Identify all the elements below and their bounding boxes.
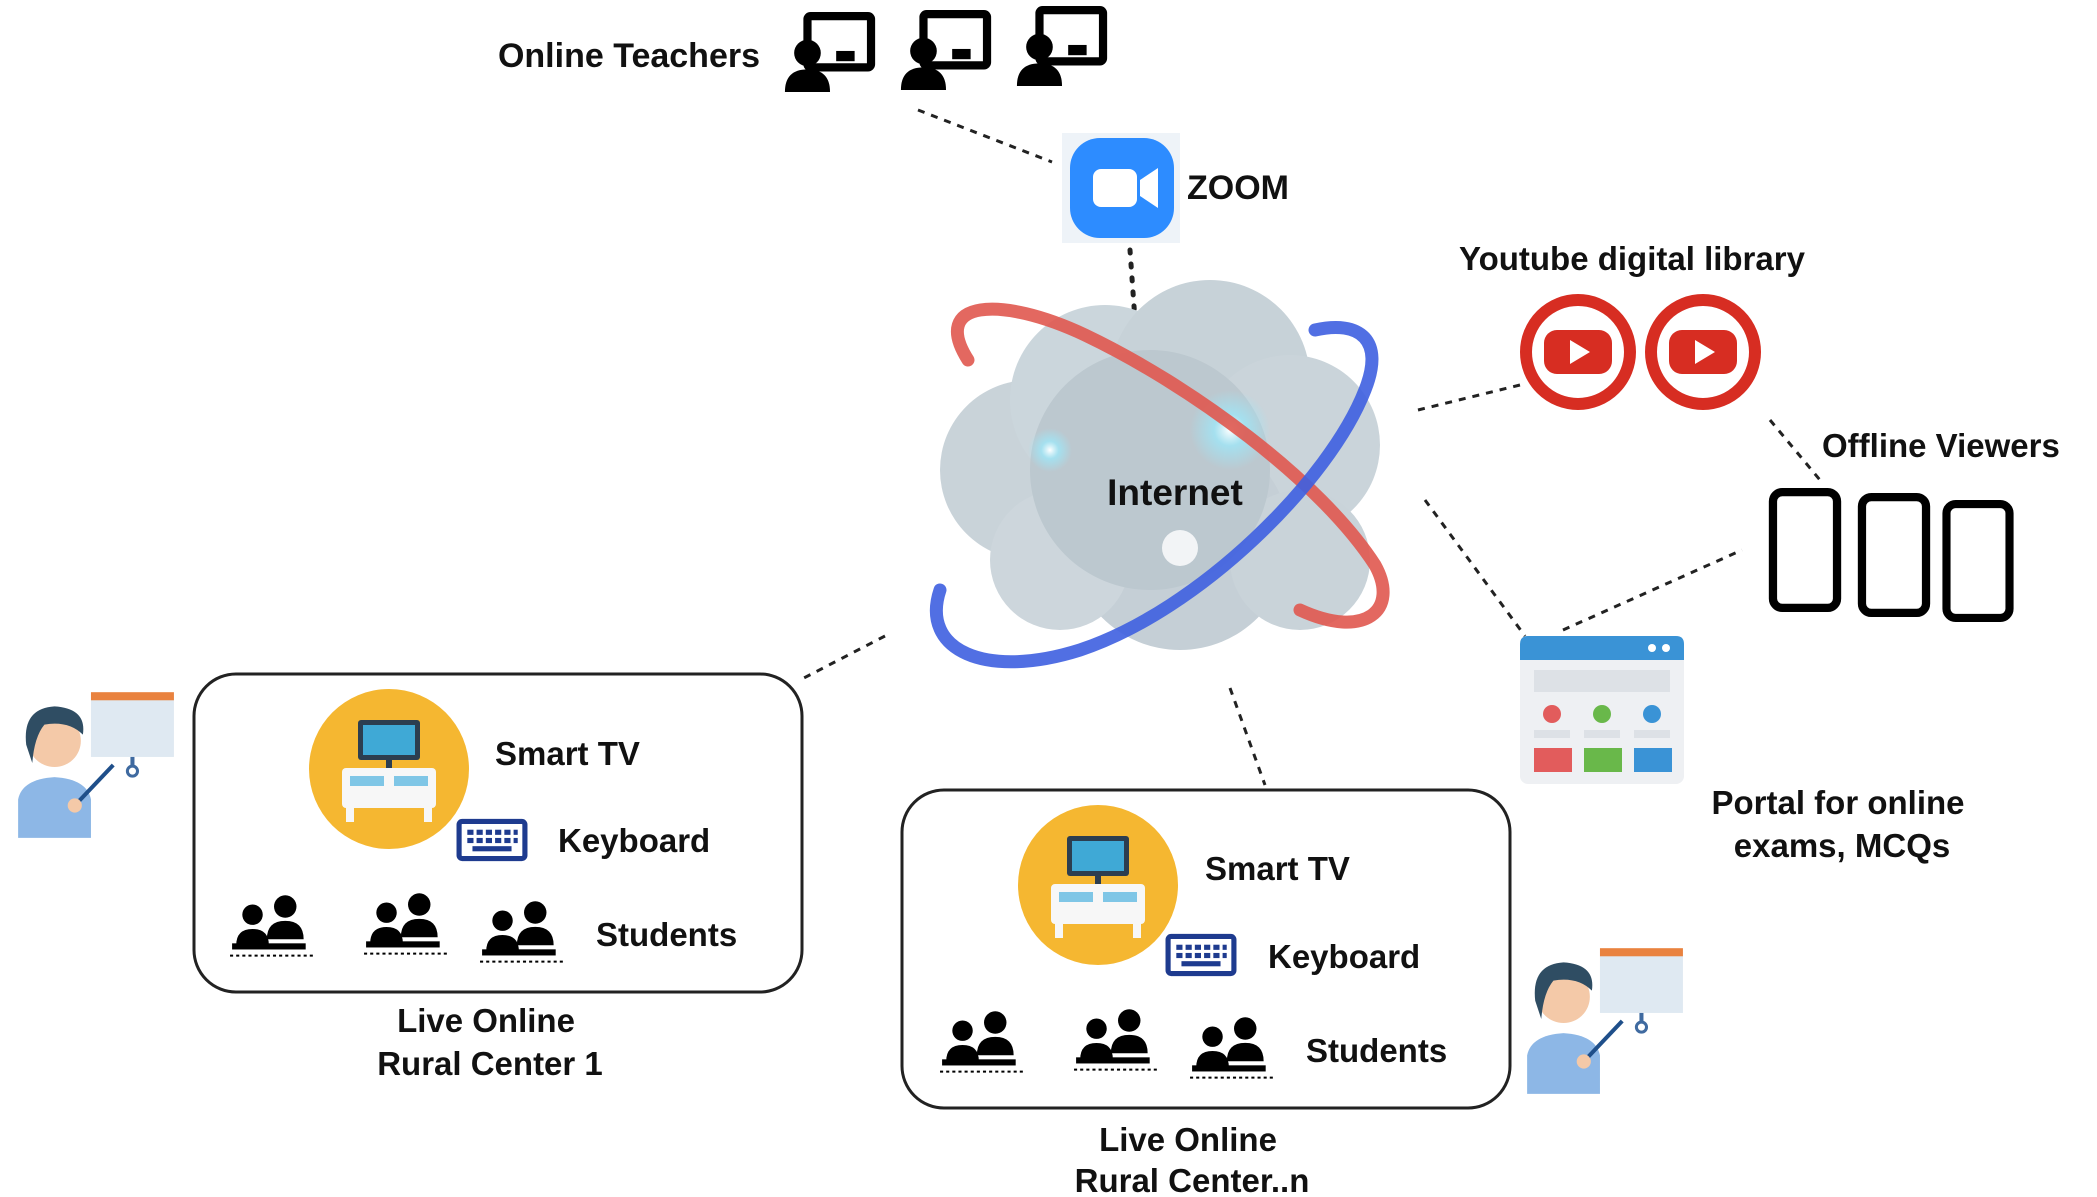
online-teachers-label: Online Teachers — [498, 37, 760, 75]
youtube-icon — [1651, 300, 1755, 404]
smart-tv-label: Smart TV — [1205, 850, 1350, 887]
connector-lines — [799, 108, 1822, 786]
rural-center-1-caption-line2: Rural Center 1 — [377, 1045, 603, 1082]
youtube-group: Youtube digital library — [1459, 240, 1806, 404]
keyboard-icon — [1168, 936, 1234, 973]
students-label: Students — [1306, 1032, 1447, 1069]
smart-tv-icon — [1018, 805, 1178, 965]
zoom-label: ZOOM — [1187, 169, 1289, 207]
rural-center-1-caption-line1: Live Online — [397, 1002, 575, 1039]
students-label: Students — [596, 916, 737, 953]
presenter-teacher-icon — [1527, 948, 1683, 1094]
youtube-icon — [1526, 300, 1630, 404]
smart-tv-label: Smart TV — [495, 735, 640, 772]
internet-cloud-icon — [929, 280, 1390, 669]
phone-icon — [1862, 497, 1926, 613]
zoom-group: ZOOM — [1062, 133, 1289, 243]
rural-center-1: Smart TV Keyboard Students Live Online R… — [18, 672, 804, 1082]
internet-label: Internet — [1107, 472, 1243, 513]
rural-center-n-caption-line1: Live Online — [1099, 1121, 1277, 1158]
online-teacher-icon — [785, 16, 871, 92]
offline-viewers-group: Offline Viewers — [1773, 427, 2060, 618]
presenter-teacher-icon — [18, 692, 174, 838]
web-portal-icon — [1520, 636, 1684, 784]
phone-icon — [1946, 504, 2009, 618]
portal-label-line1: Portal for online — [1711, 784, 1964, 821]
portal-group: Portal for online exams, MCQs — [1520, 636, 1965, 864]
internet-cloud-group: Internet — [929, 280, 1390, 669]
youtube-label: Youtube digital library — [1459, 240, 1806, 277]
keyboard-label: Keyboard — [558, 822, 710, 859]
portal-label-line2: exams, MCQs — [1734, 827, 1950, 864]
offline-viewers-label: Offline Viewers — [1822, 427, 2060, 464]
online-teacher-icon — [1017, 10, 1103, 86]
online-teachers-group: Online Teachers — [498, 10, 1103, 92]
rural-center-n: Smart TV Keyboard Students Live Online R… — [900, 788, 1683, 1197]
keyboard-icon — [459, 821, 525, 858]
online-teacher-icon — [901, 14, 987, 90]
phone-icon — [1773, 492, 1837, 608]
keyboard-label: Keyboard — [1268, 938, 1420, 975]
rural-center-n-caption-line2: Rural Center..n — [1075, 1162, 1310, 1197]
smart-tv-icon — [309, 689, 469, 849]
